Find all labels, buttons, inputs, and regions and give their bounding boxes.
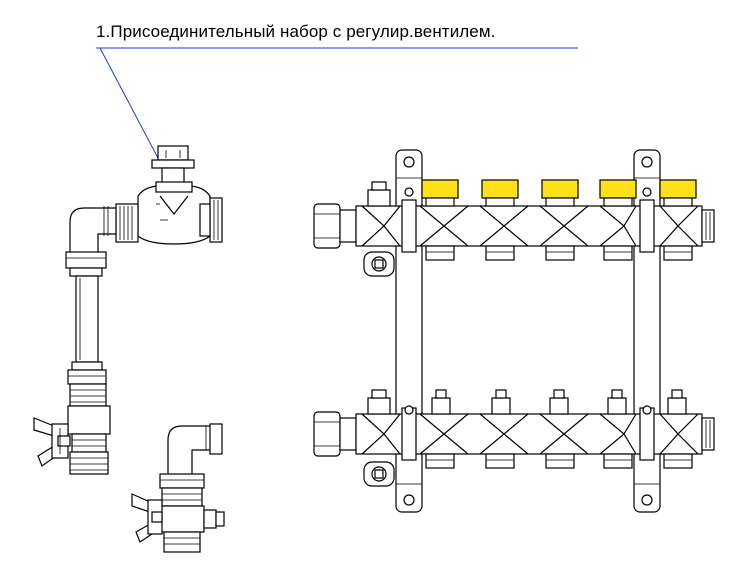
elbow-connection-set — [131, 423, 225, 553]
flow-meters — [421, 179, 697, 207]
connection-set-left — [33, 145, 223, 475]
return-valve-caps — [431, 389, 687, 415]
callout-caption: 1.Присоединительный набор с регулир.вент… — [96, 22, 496, 41]
return-outlets — [425, 453, 693, 469]
manifold-assembly — [313, 149, 715, 513]
return-manifold — [313, 389, 715, 487]
supply-manifold — [313, 181, 715, 277]
supply-outlets — [425, 245, 693, 261]
